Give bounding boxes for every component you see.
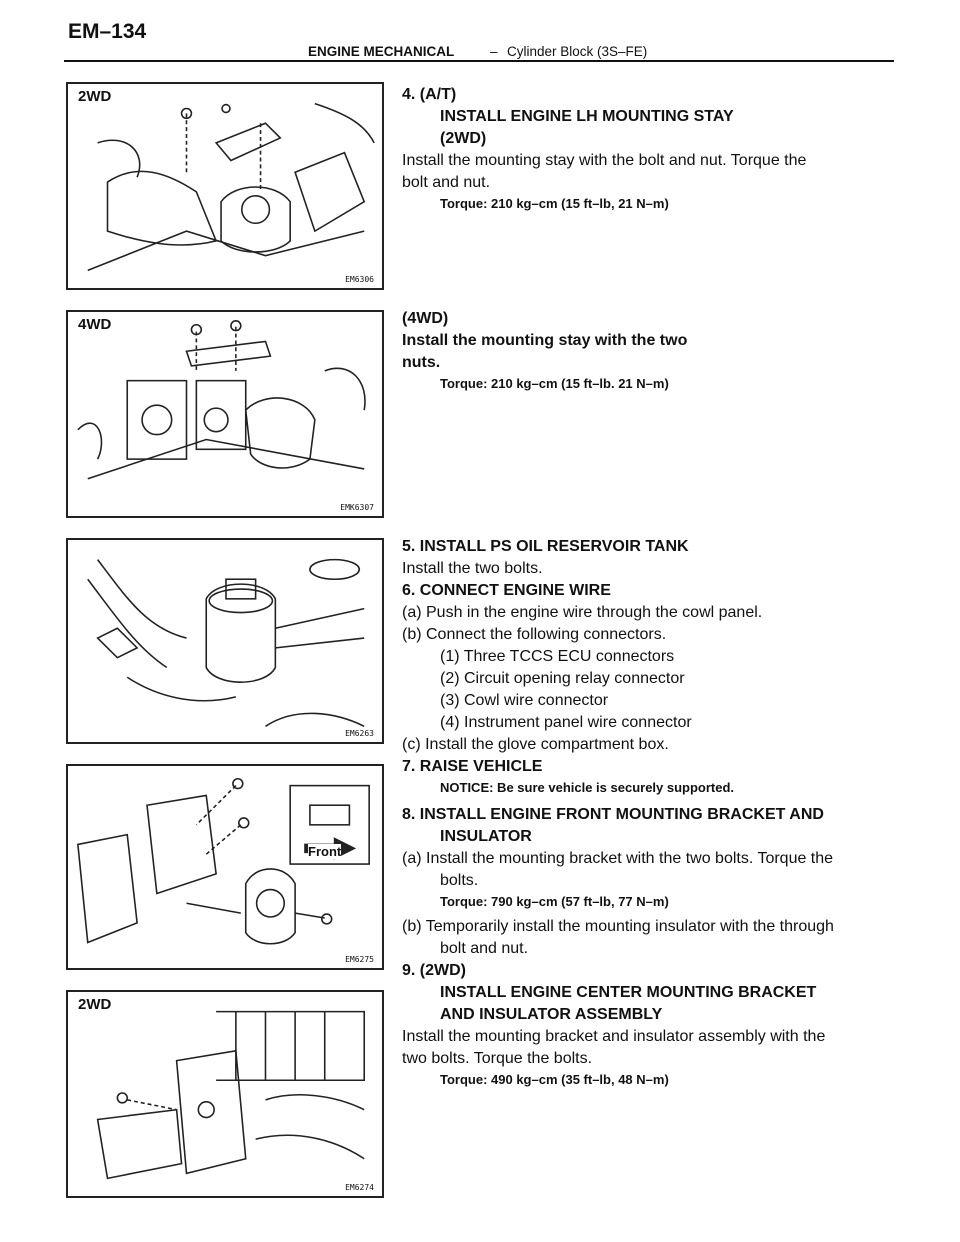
- figure-code: EM6263: [345, 729, 374, 738]
- step-8-torque: Torque: 790 kg–cm (57 ft–lb, 77 N–m): [440, 894, 669, 909]
- step-8-heading: 8. INSTALL ENGINE FRONT MOUNTING BRACKET…: [402, 806, 824, 823]
- step-4-torque: Torque: 210 kg–cm (15 ft–lb, 21 N–m): [440, 196, 669, 211]
- step-8-b: (b) Temporarily install the mounting ins…: [402, 918, 834, 935]
- step-9-text-2: two bolts. Torque the bolts.: [402, 1050, 593, 1067]
- connector-item: (1) Three TCCS ECU connectors: [440, 648, 675, 665]
- step-9-title: INSTALL ENGINE CENTER MOUNTING BRACKET: [440, 984, 817, 1001]
- figure-code: EMK6307: [340, 503, 374, 512]
- step-4-title-2wd: (2WD): [440, 130, 487, 147]
- figure-code: EM6306: [345, 275, 374, 284]
- step-4-block: 4. (A/T) INSTALL ENGINE LH MOUNTING STAY…: [402, 84, 892, 214]
- step-4wd-torque: Torque: 210 kg–cm (15 ft–lb. 21 N–m): [440, 376, 669, 391]
- step-5-text: Install the two bolts.: [402, 560, 543, 577]
- figure-label: 2WD: [76, 88, 114, 105]
- connector-item: (4) Instrument panel wire connector: [440, 714, 692, 731]
- section-title: ENGINE MECHANICAL: [308, 44, 455, 59]
- steps-5-to-9-block: 5. INSTALL PS OIL RESERVOIR TANK Install…: [402, 536, 892, 1090]
- step-9-heading: 9. (2WD): [402, 962, 466, 979]
- figure-label: 2WD: [76, 996, 114, 1013]
- figure-center-mounting-bracket-2wd: 2WD EM6274: [66, 990, 384, 1198]
- step-9-text: Install the mounting bracket and insulat…: [402, 1028, 826, 1045]
- step-4-title: INSTALL ENGINE LH MOUNTING STAY: [440, 108, 734, 125]
- step-4-text: Install the mounting stay with the bolt …: [402, 152, 807, 169]
- step-6-a: (a) Push in the engine wire through the …: [402, 604, 763, 621]
- illustration-lh-stay-4wd: [77, 320, 366, 480]
- connector-item: (2) Circuit opening relay connector: [440, 670, 685, 687]
- step-8-a: (a) Install the mounting bracket with th…: [402, 850, 834, 867]
- step-8-heading-2: INSULATOR: [440, 828, 532, 845]
- step-8-a-2: bolts.: [440, 872, 479, 889]
- figure-code: EM6274: [345, 1183, 374, 1192]
- step-7-notice: NOTICE: Be sure vehicle is securely supp…: [440, 780, 735, 795]
- figure-lh-mounting-stay-2wd: 2WD EM6306: [66, 82, 384, 290]
- page-number: EM–134: [68, 20, 147, 43]
- header-dash: –: [490, 44, 498, 59]
- figure-ps-reservoir: EM6263: [66, 538, 384, 744]
- illustration-ps-reservoir: [87, 558, 365, 728]
- step-5-heading: 5. INSTALL PS OIL RESERVOIR TANK: [402, 538, 689, 555]
- header-rule: [64, 60, 894, 62]
- step-8-b-2: bolt and nut.: [440, 940, 529, 957]
- illustration-center-bracket-2wd: [96, 1010, 366, 1180]
- step-4-heading: 4. (A/T): [402, 86, 457, 103]
- step-6-b: (b) Connect the following connectors.: [402, 626, 667, 643]
- step-4wd-text-2: nuts.: [402, 354, 441, 371]
- step-4wd-text: Install the mounting stay with the two: [402, 332, 688, 349]
- step-9-title-2: AND INSULATOR ASSEMBLY: [440, 1006, 663, 1023]
- illustration-front-bracket: [77, 777, 370, 945]
- step-6-c: (c) Install the glove compartment box.: [402, 736, 669, 753]
- step-6-heading: 6. CONNECT ENGINE WIRE: [402, 582, 611, 599]
- figure-front-mounting-bracket: Front EM6275: [66, 764, 384, 970]
- step-9-torque: Torque: 490 kg–cm (35 ft–lb, 48 N–m): [440, 1072, 669, 1087]
- illustration-lh-stay-2wd: [87, 102, 375, 272]
- step-4-text-2: bolt and nut.: [402, 174, 491, 191]
- step-4wd-block: (4WD) Install the mounting stay with the…: [402, 308, 892, 394]
- connector-item: (3) Cowl wire connector: [440, 692, 609, 709]
- front-callout-label: Front: [308, 844, 342, 859]
- subsection-title: Cylinder Block (3S–FE): [507, 44, 648, 59]
- step-7-heading: 7. RAISE VEHICLE: [402, 758, 543, 775]
- figure-label: 4WD: [76, 316, 114, 333]
- figure-lh-mounting-stay-4wd: 4WD EMK6307: [66, 310, 384, 518]
- figure-code: EM6275: [345, 955, 374, 964]
- step-4wd-heading: (4WD): [402, 310, 449, 327]
